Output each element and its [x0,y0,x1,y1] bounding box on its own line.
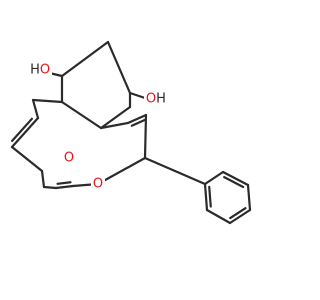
oxygen-label: O [146,92,156,107]
double-bond-carbonyl [56,181,72,185]
hydrogen-label: H [156,92,166,107]
bond-ml-lefE [31,98,64,104]
double-bond-right [130,118,147,127]
bond-top-br [106,40,132,95]
bond-pC-pD [228,208,252,225]
bond-rC-ester [96,156,147,186]
aromatic-bond-b [229,207,247,220]
label-background [144,90,168,108]
bond-ml-bb [60,100,103,130]
bond-rDB-rC [143,113,148,160]
hydrogen-label: H [30,63,40,78]
bond-pD-pE [205,208,232,225]
double-bond-cis [11,117,34,142]
bond-mr-bb [99,105,132,130]
bond-rC-e1 [143,156,177,173]
atom-label-layer: H O O H O O [28,61,168,193]
bond-top-bl [60,40,110,78]
bond-pB-pC [246,183,252,212]
label-background [91,175,105,193]
ester-oxygen: O [91,175,105,193]
oxygen-label: O [40,63,50,78]
bond-c1-c2 [40,169,46,189]
aromatic-bond-c [208,185,212,208]
bond-pE-ph1 [203,182,209,212]
label-background [62,149,76,167]
molecule-structure: H O O H O O [10,40,252,225]
carbonyl-oxygen: O [62,149,76,167]
hydroxyl-top-left: H O [28,61,52,79]
bond-e1-ph1 [173,169,207,186]
bond-dbA-dbB [10,116,40,149]
bond-c2-c3 [42,185,58,190]
bond-rE-rDB [126,113,148,125]
aromatic-bond-a [223,176,245,189]
hydroxyl-right: O H [144,90,168,108]
oxygen-label: O [64,151,74,166]
bond-bb-rE [99,121,130,130]
bond-c3-carb [54,184,75,190]
bond-dbB-c1 [10,145,44,173]
bond-lefE-dbA [31,98,40,120]
bond-pA-pB [221,170,250,187]
label-background [28,61,52,79]
bond-ph1-pA [203,170,225,186]
oxygen-label: O [93,177,103,192]
